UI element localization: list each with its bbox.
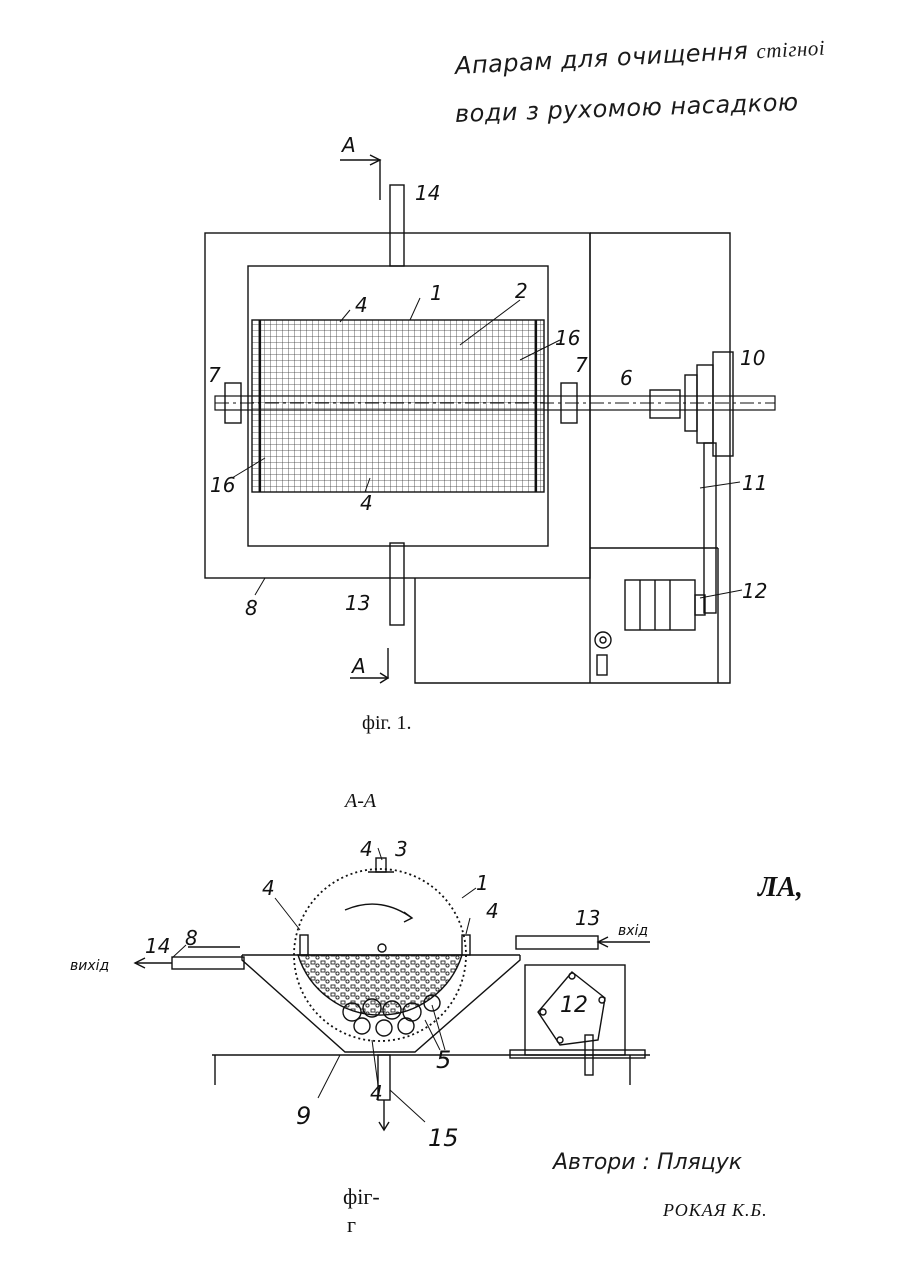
label-10: 10 (740, 346, 765, 370)
side-mark: ЛА, (758, 872, 803, 904)
figure-1 (205, 155, 775, 683)
label-8: 8 (245, 596, 258, 620)
authors-name: РОКАЯ К.Б. (663, 1200, 768, 1221)
label-14-section: 14 (145, 934, 170, 958)
drum-axle (378, 944, 386, 952)
pipe-13 (390, 543, 404, 625)
section-mark-a-top: A (340, 133, 356, 157)
blade-4-left (300, 935, 308, 955)
pulley-10-a (697, 365, 713, 443)
authors-label: Автори : Пляцук (553, 1150, 742, 1175)
nut-symbol (595, 632, 611, 648)
label-1: 1 (430, 281, 443, 305)
belt-11 (704, 443, 716, 613)
label-4-left: 4 (262, 876, 275, 900)
pipe-14 (390, 185, 404, 266)
media-granules (298, 955, 462, 1015)
label-3: 3 (395, 837, 408, 861)
inlet-label: вхід (618, 923, 648, 939)
figure-2 (135, 848, 650, 1130)
label-4-top-a: 4 (360, 837, 373, 861)
label-12: 12 (742, 579, 767, 603)
label-9: 9 (296, 1102, 311, 1130)
drum-mesh (252, 320, 544, 492)
label-11: 11 (742, 471, 767, 495)
label-12-section: 12 (560, 993, 588, 1018)
label-13: 13 (345, 591, 370, 615)
section-mark-a-bottom: A (350, 654, 366, 678)
outlet-pipe-14 (172, 957, 244, 969)
label-4-top: 4 (355, 293, 368, 317)
label-6: 6 (620, 366, 633, 390)
section-mark-top (340, 160, 380, 200)
label-1-section: 1 (476, 871, 489, 895)
figure-1-caption: фіг. 1. (362, 712, 411, 735)
label-7-left: 7 (208, 363, 221, 387)
label-13-section: 13 (575, 906, 600, 930)
label-4-bottom: 4 (370, 1081, 383, 1105)
coupling (650, 390, 680, 418)
label-8-section: 8 (185, 926, 198, 950)
label-14: 14 (415, 181, 440, 205)
label-16-left: 16 (210, 473, 235, 497)
figure-2-caption-line-1: фіг- (343, 1184, 380, 1210)
label-15: 15 (428, 1124, 459, 1152)
section-title: A-A (345, 790, 376, 813)
figure-2-caption-line-2: г (347, 1212, 356, 1238)
label-2: 2 (515, 279, 528, 303)
label-4-bottom: 4 (360, 491, 373, 515)
label-16-right: 16 (555, 326, 580, 350)
rotation-arrow (345, 904, 412, 918)
inlet-pipe-13 (516, 936, 598, 949)
label-5: 5 (436, 1046, 451, 1074)
outlet-label: вихід (70, 958, 109, 974)
motor-12 (625, 580, 695, 630)
label-7-right: 7 (575, 353, 588, 377)
label-4-right: 4 (486, 899, 499, 923)
